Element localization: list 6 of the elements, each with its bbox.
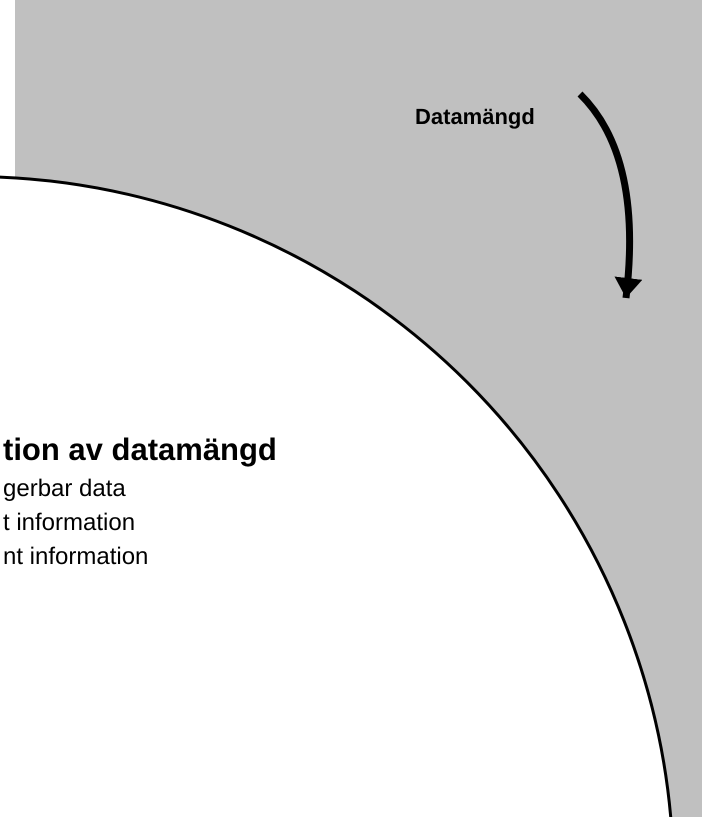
arrow [577,92,642,298]
list-item: nt information [3,543,148,571]
area-label: Datamängd [415,104,535,130]
heading: tion av datamängd [3,432,277,468]
list-item: gerbar data [3,475,126,503]
list-item: t information [3,509,136,537]
